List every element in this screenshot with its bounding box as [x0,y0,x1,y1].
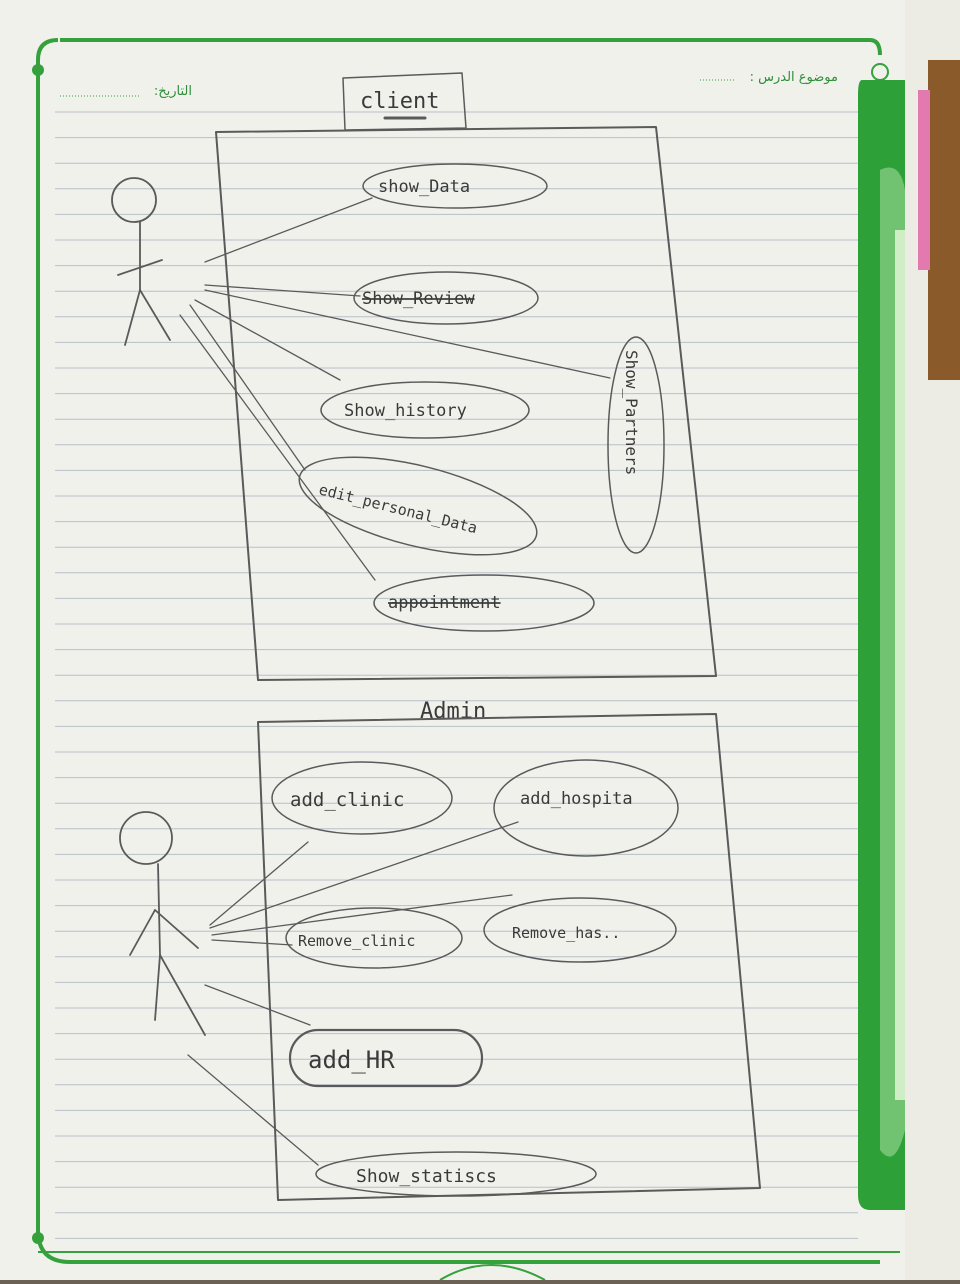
use-case-show-history [320,381,530,439]
book-edge [928,60,960,380]
date-label: التاريخ: [153,84,192,99]
admin-system-boundary [257,713,761,1201]
border-corner-dot [32,1232,44,1244]
use-case-label: show_Data [378,177,470,197]
use-case-show-partners [607,336,665,554]
pink-tab [918,90,930,270]
use-case-show-review [353,271,539,325]
use-case-label: Show_history [344,401,467,421]
admin-actor [119,811,206,1036]
use-case-remove-clinic [285,907,463,969]
use-case-label: add_HR [308,1046,395,1074]
use-case-show-data [362,163,548,209]
green-side-band-highlight [895,230,905,1100]
client-title-box [342,72,467,131]
use-case-label: Remove_clinic [298,932,415,950]
border-corner-ring [871,63,889,81]
use-case-add-clinic [271,761,453,835]
border-corner-dot [32,64,44,76]
use-case-label: Show_statiscs [356,1166,497,1187]
use-case-add-hr [288,1028,484,1088]
use-case-appointment [373,574,595,632]
use-case-label: add_clinic [290,789,404,811]
lesson-subject-label: موضوع الدرس : [749,70,838,85]
ruled-lines [55,111,858,1239]
use-case-show-statistics [315,1151,597,1197]
use-case-edit-personal-data [298,456,538,556]
admin-associations [187,821,519,1166]
use-case-label: Show_Review [362,289,475,309]
use-case-label: add_hospita [520,789,633,809]
admin-title: Admin [420,699,486,724]
client-title: client [360,89,439,114]
use-case-add-hospital [493,759,679,857]
bottom-ornament [439,1264,546,1281]
use-case-remove-hospital [483,897,677,963]
use-case-label: Remove_has.. [512,924,620,942]
green-border [36,38,882,1264]
client-system-boundary [215,126,717,681]
use-case-label: Show_Partners [622,350,641,475]
client-associations [179,197,611,581]
client-actor [111,177,171,346]
use-case-label: appointment [388,593,501,613]
